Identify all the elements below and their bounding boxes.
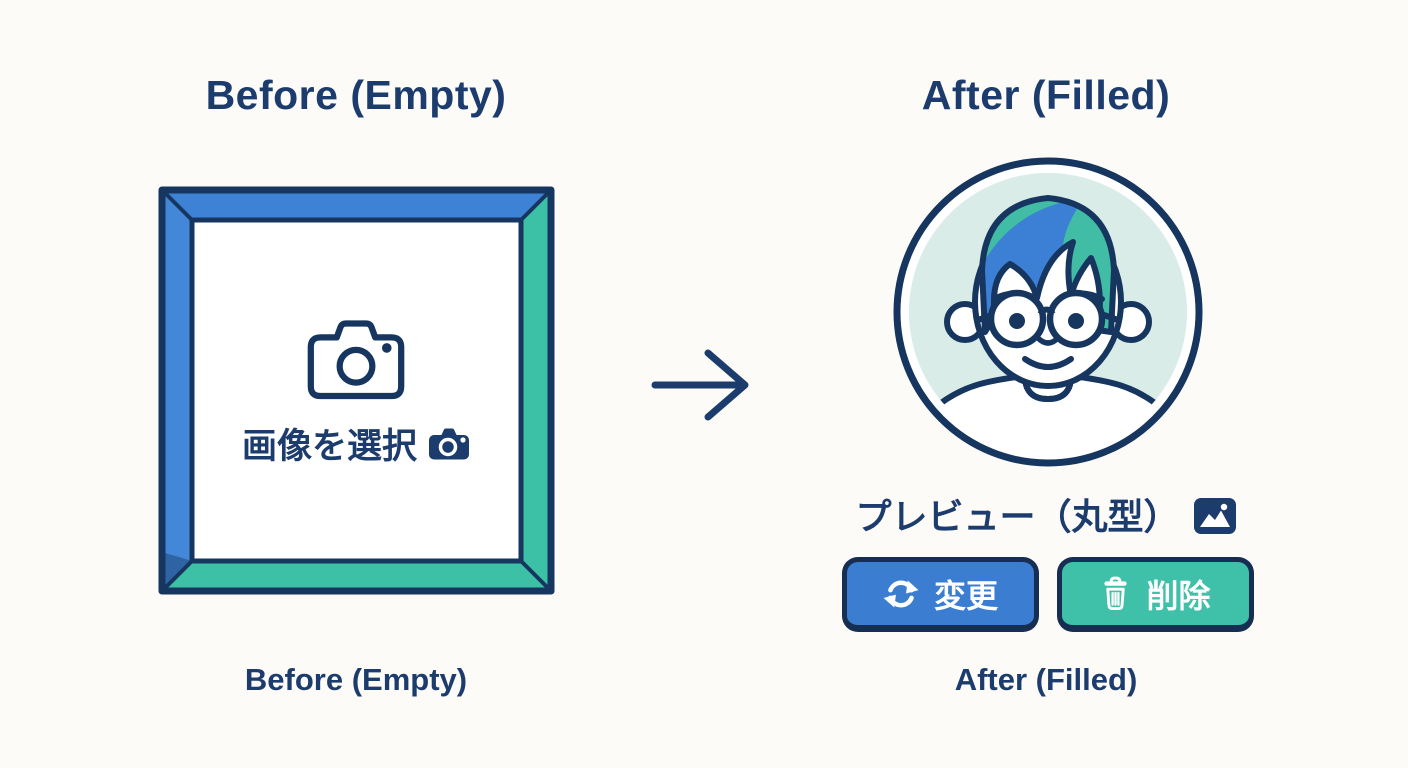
upload-label: 画像を選択 xyxy=(241,427,417,466)
refresh-icon xyxy=(883,580,919,607)
image-icon xyxy=(1193,498,1236,534)
round-avatar-illustration xyxy=(893,157,1203,467)
delete-button[interactable]: 削除 xyxy=(1057,557,1254,632)
before-caption: Before (Empty) xyxy=(244,662,468,697)
after-caption: After (Filled) xyxy=(954,662,1138,697)
change-button-label: 変更 xyxy=(933,577,998,614)
trash-icon xyxy=(1104,576,1128,610)
change-button[interactable]: 変更 xyxy=(842,557,1039,632)
before-title: Before (Empty) xyxy=(205,72,507,118)
delete-button-label: 削除 xyxy=(1146,577,1211,614)
camera-filled-icon xyxy=(429,428,469,459)
preview-label-row: プレビュー（丸型） xyxy=(846,488,1246,540)
preview-label: プレビュー（丸型） xyxy=(855,496,1180,537)
right-arrow-icon xyxy=(651,349,749,421)
after-title: After (Filled) xyxy=(921,72,1171,118)
upload-label-row: 画像を選択 xyxy=(156,418,556,469)
camera-outline-icon xyxy=(307,320,405,400)
